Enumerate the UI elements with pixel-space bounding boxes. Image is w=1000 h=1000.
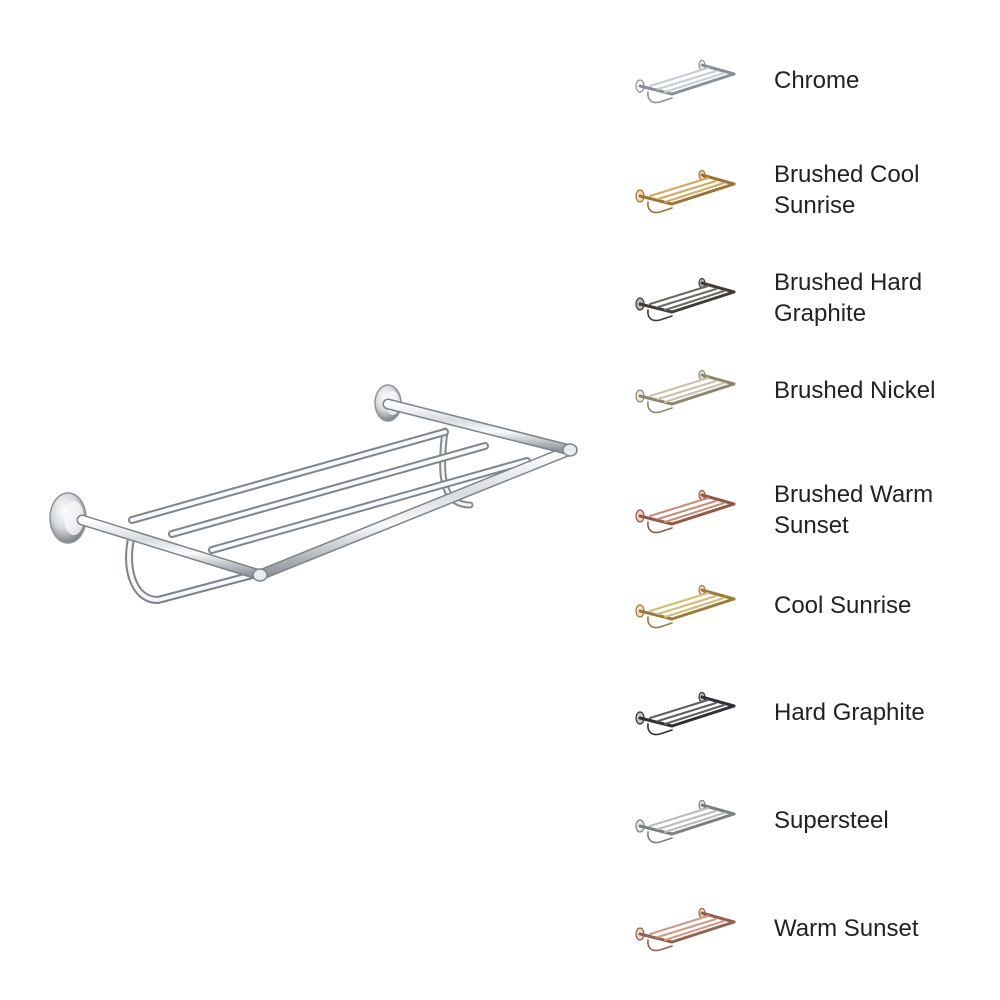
main-product-image: [40, 370, 600, 630]
finish-label: Brushed Hard Graphite: [774, 269, 923, 327]
towel-rack-brushed-hard-graphite-icon: [635, 277, 736, 322]
finish-options-list: Chrome Brushed Cool Sunrise: [630, 40, 990, 970]
towel-rack-supersteel-icon: [635, 799, 736, 844]
finish-label: Brushed Warm Sunset: [774, 481, 934, 539]
towel-rack-cool-sunrise-icon: [635, 584, 736, 629]
finish-option-supersteel[interactable]: Supersteel: [630, 780, 990, 860]
towel-rack-warm-sunset-icon: [635, 907, 736, 952]
finish-option-brushed-warm-sunset[interactable]: Brushed Warm Sunset: [630, 470, 990, 550]
finish-option-brushed-hard-graphite[interactable]: Brushed Hard Graphite: [630, 258, 990, 338]
finish-option-brushed-nickel[interactable]: Brushed Nickel: [630, 350, 990, 430]
finish-label: Cool Sunrise: [774, 591, 912, 619]
towel-rack-brushed-warm-sunset-icon: [635, 489, 736, 534]
rack-rails: [76, 398, 576, 581]
finish-label: Brushed Cool Sunrise: [774, 161, 920, 219]
finish-label: Hard Graphite: [774, 698, 925, 726]
finish-label: Brushed Nickel: [774, 376, 936, 404]
towel-rack-hard-graphite-icon: [635, 691, 736, 736]
finish-option-hard-graphite[interactable]: Hard Graphite: [630, 672, 990, 752]
finish-label: Supersteel: [774, 806, 889, 834]
towel-shelf-rack-icon: [49, 384, 578, 604]
finish-label: Warm Sunset: [774, 914, 919, 942]
finish-label: Chrome: [774, 66, 860, 94]
finish-option-warm-sunset[interactable]: Warm Sunset: [630, 888, 990, 968]
rail-end-caps: [252, 443, 578, 582]
towel-rack-chrome-icon: [635, 59, 736, 104]
finish-option-cool-sunrise[interactable]: Cool Sunrise: [630, 565, 990, 645]
towel-rack-brushed-cool-sunrise-icon: [635, 169, 736, 214]
towel-rack-brushed-nickel-icon: [635, 369, 736, 414]
finish-option-chrome[interactable]: Chrome: [630, 40, 990, 120]
finish-option-brushed-cool-sunrise[interactable]: Brushed Cool Sunrise: [630, 150, 990, 230]
